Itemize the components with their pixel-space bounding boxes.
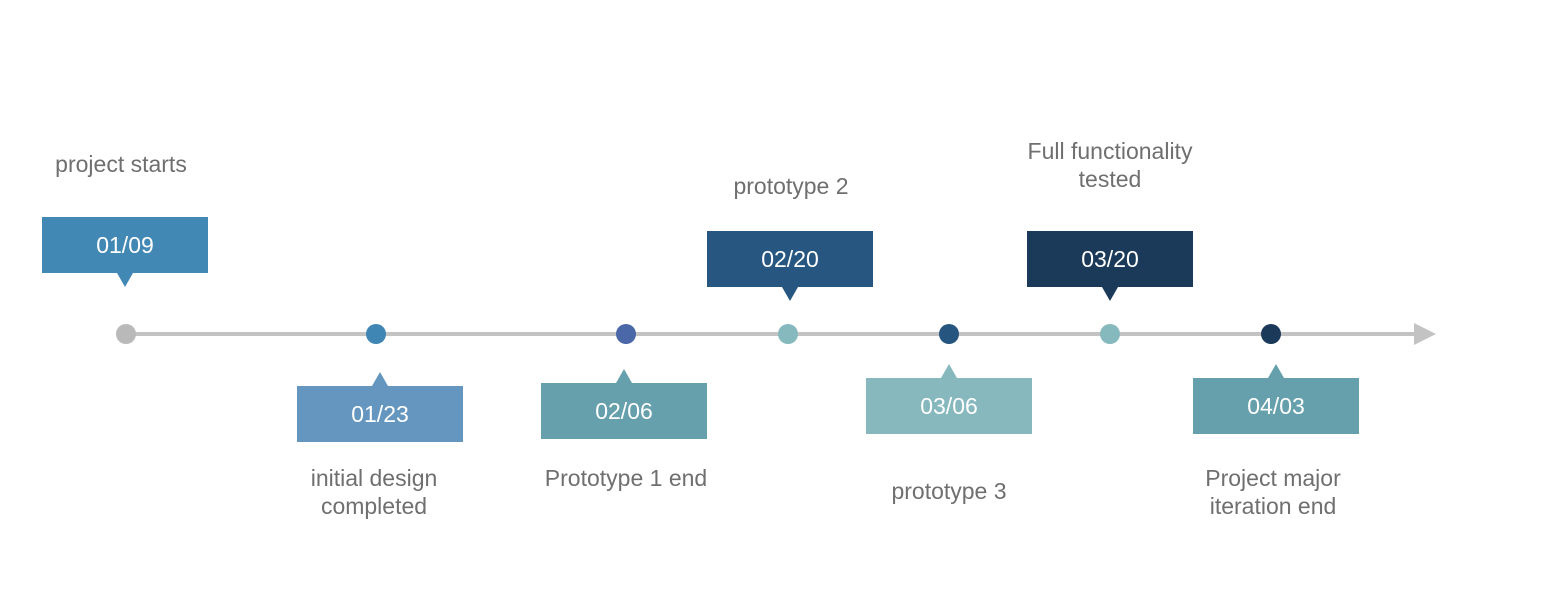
milestone-pointer: [372, 372, 388, 386]
milestone-pointer: [616, 369, 632, 383]
milestone-date: 04/03: [1247, 392, 1305, 419]
milestone-date: 02/20: [761, 245, 819, 272]
milestone-pointer: [1268, 364, 1284, 378]
milestone-pointer: [782, 287, 798, 301]
milestone-dot: [366, 324, 386, 344]
milestone-date: 01/23: [351, 400, 409, 427]
milestone-caption: Prototype 1 end: [544, 465, 708, 491]
milestone-date-box: 03/06: [866, 364, 1032, 434]
milestone-date-box: 02/06: [541, 369, 707, 439]
milestone-pointer: [117, 273, 133, 287]
milestone-date: 03/06: [920, 392, 978, 419]
milestone-pointer: [1102, 287, 1118, 301]
timeline-axis: [126, 332, 1418, 336]
milestone-date-box: 04/03: [1193, 364, 1359, 434]
milestone-caption: Project major iteration end: [1205, 465, 1341, 519]
milestone-date-box: 01/09: [42, 217, 208, 287]
milestone-date: 01/09: [96, 231, 154, 258]
milestone-date-box: 02/20: [707, 231, 873, 301]
milestone-caption: prototype 3: [891, 478, 1007, 504]
milestone-dot: [1100, 324, 1120, 344]
milestone-caption: project starts: [55, 151, 187, 177]
milestone-caption: initial design completed: [310, 465, 438, 519]
milestone-date: 03/20: [1081, 245, 1139, 272]
milestone-pointer: [941, 364, 957, 378]
milestone-dot: [778, 324, 798, 344]
milestone-date: 02/06: [595, 397, 653, 424]
milestone-caption: prototype 2: [733, 173, 849, 199]
milestone-caption: Full functionality tested: [1027, 138, 1193, 192]
milestone-dot: [616, 324, 636, 344]
milestone-date-box: 03/20: [1027, 231, 1193, 301]
milestone-dot: [1261, 324, 1281, 344]
milestone-dot: [939, 324, 959, 344]
timeline-arrowhead: [1414, 323, 1436, 345]
milestone-dot: [116, 324, 136, 344]
milestone-date-box: 01/23: [297, 372, 463, 442]
